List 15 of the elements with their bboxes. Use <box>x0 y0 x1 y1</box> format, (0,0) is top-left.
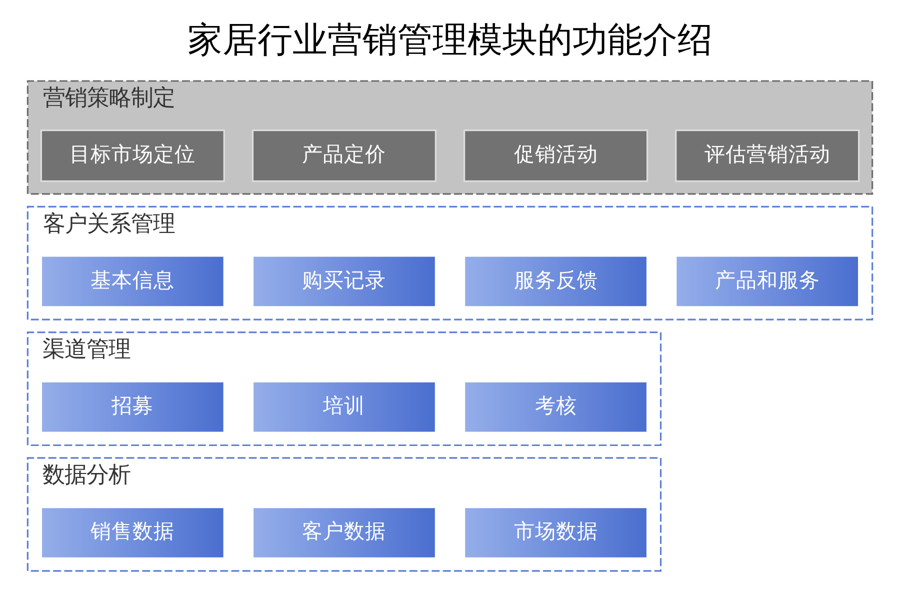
node-box: 培训 <box>252 380 436 433</box>
diagram-title: 家居行业营销管理模块的功能介绍 <box>188 20 712 60</box>
node-box: 购买记录 <box>252 254 436 308</box>
node-box: 促销活动 <box>464 129 648 182</box>
node-box: 基本信息 <box>40 254 225 308</box>
node-box: 客户数据 <box>252 506 436 558</box>
node-box: 考核 <box>464 380 648 433</box>
node-box: 服务反馈 <box>464 254 648 308</box>
node-box: 目标市场定位 <box>40 129 225 182</box>
node-box: 评估营销活动 <box>675 129 860 182</box>
node-box: 销售数据 <box>40 506 225 558</box>
node-box: 产品和服务 <box>675 254 860 308</box>
node-box: 招募 <box>40 380 225 433</box>
node-box: 市场数据 <box>464 506 648 558</box>
node-box: 产品定价 <box>252 129 436 182</box>
